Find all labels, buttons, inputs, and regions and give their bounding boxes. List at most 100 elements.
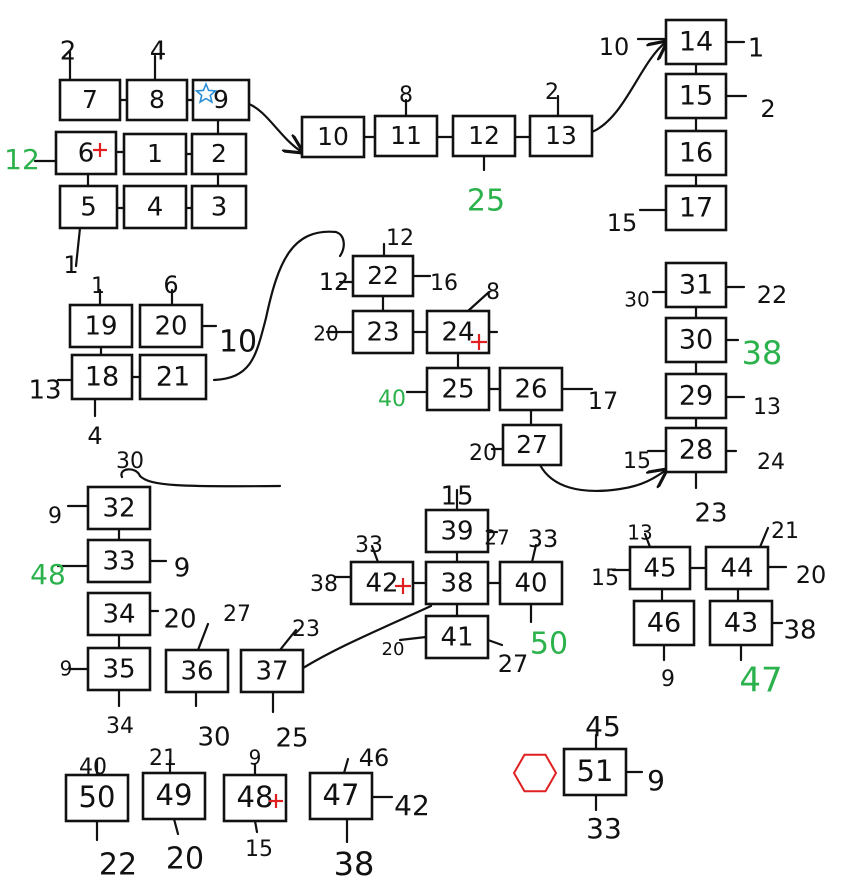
connector-line	[486, 638, 504, 647]
node-2: 2	[190, 132, 248, 176]
node-box	[664, 18, 728, 66]
node-21: 21	[138, 353, 208, 401]
weight-label: 20	[163, 605, 196, 635]
plus-icon	[395, 578, 411, 594]
weight-label: 16	[430, 271, 458, 296]
node-37: 37	[239, 648, 305, 694]
connector-curve	[120, 468, 142, 479]
weight-label: 2	[760, 95, 775, 123]
node-label: 3	[211, 193, 228, 223]
weight-label: 13	[28, 376, 61, 406]
weight-label: 48	[30, 558, 66, 591]
connector-line	[172, 817, 180, 836]
node-label: 39	[440, 517, 473, 547]
node-8: 8	[125, 78, 189, 122]
node-label: 7	[82, 85, 98, 114]
node-box	[239, 648, 305, 694]
node-box	[86, 646, 152, 692]
node-label: 9	[213, 85, 229, 114]
weight-label: 22	[99, 848, 137, 883]
weight-label: 25	[275, 724, 308, 754]
node-label: 26	[514, 375, 547, 405]
node-box	[498, 560, 564, 606]
node-label: 46	[647, 608, 681, 639]
connector-line	[398, 635, 428, 642]
node-14: 14	[664, 18, 728, 66]
node-41: 41	[424, 614, 490, 660]
node-box	[664, 426, 728, 474]
node-39: 39	[424, 508, 490, 554]
node-box	[122, 132, 188, 176]
node-11: 11	[373, 114, 439, 158]
node-label: 22	[367, 261, 399, 290]
weight-label: 27	[223, 602, 251, 627]
node-box	[70, 353, 134, 401]
symbols	[93, 81, 558, 808]
node-box	[664, 72, 728, 120]
weight-label: 13	[753, 395, 781, 420]
weight-label: 4	[150, 37, 167, 67]
node-box	[424, 508, 490, 554]
node-label: 44	[720, 554, 753, 584]
node-label: 45	[643, 554, 676, 584]
connector-arrow	[247, 102, 302, 152]
node-20: 20	[138, 303, 204, 349]
node-box	[664, 261, 728, 309]
node-28: 28	[664, 426, 728, 474]
node-label: 37	[255, 657, 288, 687]
node-label: 10	[317, 122, 349, 151]
connector-line	[342, 757, 350, 775]
weight-label: 23	[292, 617, 320, 642]
node-box	[138, 303, 204, 349]
node-label: 41	[440, 623, 473, 653]
connector-line	[253, 819, 259, 834]
connector-curve	[301, 604, 433, 670]
weight-label: 1	[63, 251, 78, 279]
node-box	[562, 747, 628, 797]
weight-label: 21	[771, 519, 799, 544]
connector-line	[758, 526, 770, 549]
node-label: 31	[679, 270, 713, 301]
node-label: 47	[323, 778, 360, 812]
weight-label: 20	[166, 842, 204, 877]
node-label: 20	[154, 312, 187, 342]
node-51: 51	[562, 747, 628, 797]
weight-label: 20	[313, 322, 338, 346]
node-12: 12	[451, 114, 517, 158]
node-box	[190, 132, 248, 176]
node-box	[300, 115, 366, 159]
connector-line	[530, 543, 538, 564]
node-46: 46	[632, 599, 696, 647]
node-50: 50	[64, 773, 130, 823]
node-label: 19	[84, 312, 117, 342]
weight-label: 27	[498, 650, 529, 678]
node-27: 27	[501, 423, 563, 467]
weight-label: 34	[106, 714, 134, 739]
plus-icon	[471, 334, 487, 350]
node-box	[704, 545, 770, 591]
node-22: 22	[351, 254, 415, 298]
weight-label: 20	[796, 561, 827, 589]
weight-label: 17	[588, 387, 619, 415]
node-box	[86, 485, 152, 531]
node-label: 33	[102, 547, 135, 577]
node-label: 40	[514, 569, 547, 599]
weight-label: 25	[467, 184, 505, 219]
node-label: 34	[102, 600, 135, 630]
node-box	[664, 372, 728, 420]
connector-line	[278, 628, 298, 652]
node-25: 25	[425, 366, 491, 412]
node-30: 30	[664, 316, 728, 364]
node-box	[451, 114, 517, 158]
connectors	[33, 37, 788, 844]
weight-label: 12	[319, 268, 350, 296]
weight-label: 30	[624, 288, 649, 312]
node-36: 36	[164, 648, 230, 694]
node-label: 6	[78, 139, 95, 169]
weight-label: 33	[528, 525, 559, 553]
node-box	[125, 78, 189, 122]
node-40: 40	[498, 560, 564, 606]
node-43: 43	[708, 599, 774, 647]
weight-label: 9	[647, 764, 665, 797]
weight-label: 30	[116, 449, 144, 474]
